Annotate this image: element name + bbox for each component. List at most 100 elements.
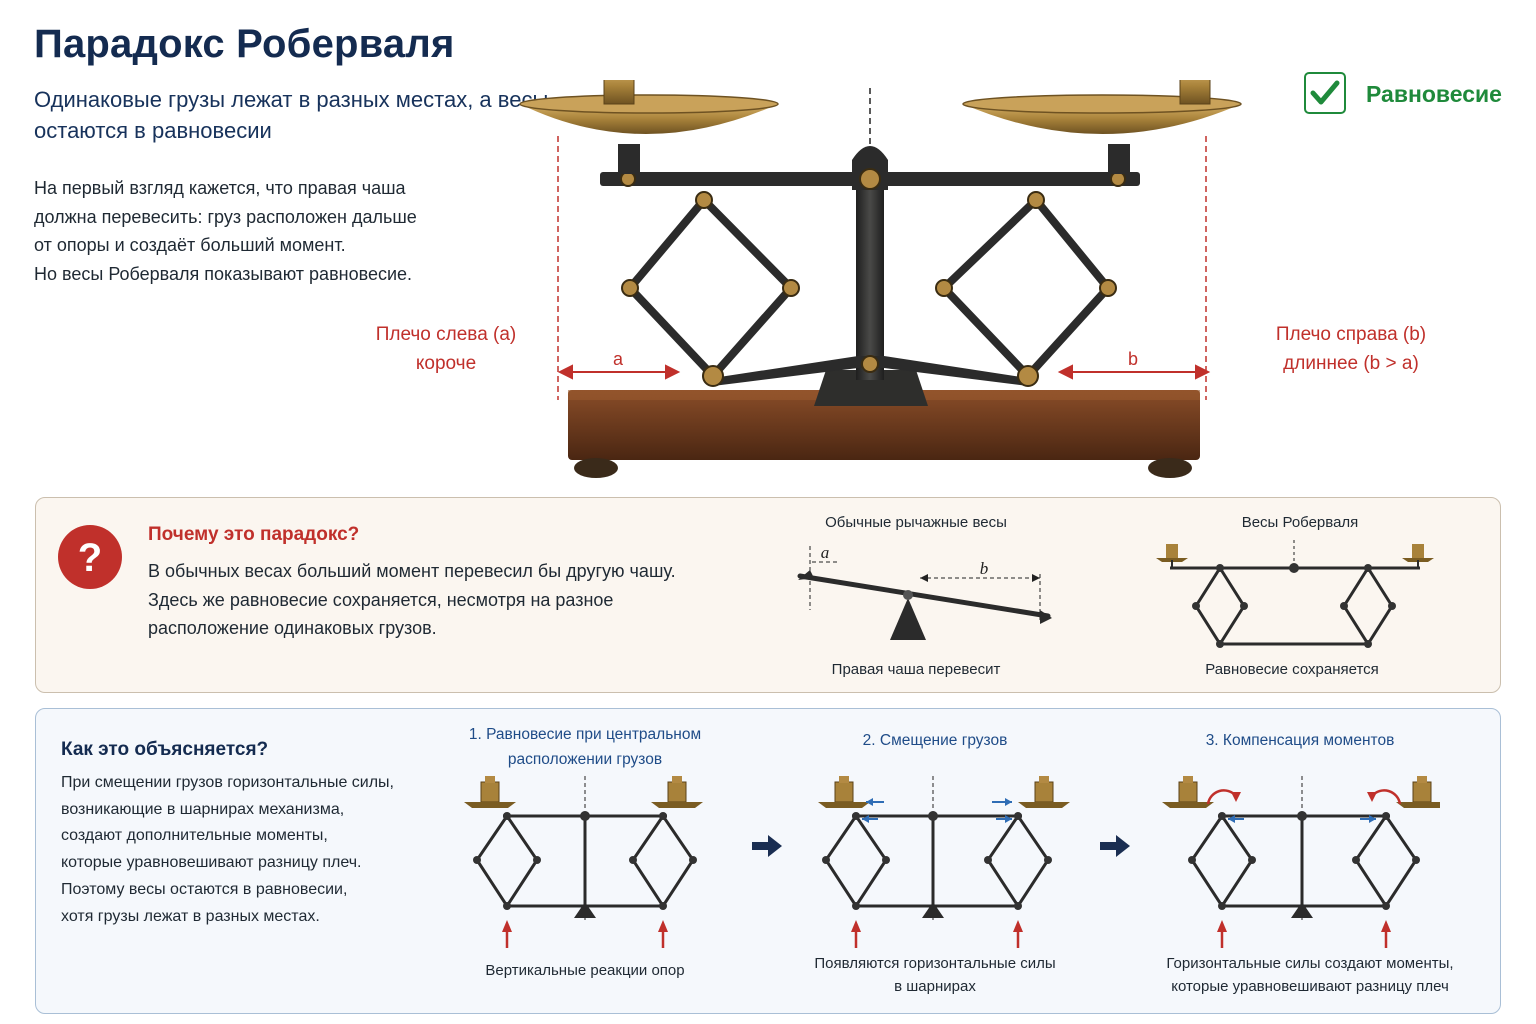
moment-arrow-head [1367, 792, 1377, 802]
reaction-arrow-head [1381, 920, 1391, 932]
step-3-title-line: 3. Компенсация моментов [1205, 732, 1395, 749]
right-pan [651, 802, 703, 808]
step-1-title-line: 1. Равновесие при центральном [468, 726, 702, 743]
step-2-caption-line: в шарнирах [894, 978, 976, 995]
joint [659, 902, 667, 910]
lever-b-symbol: b [980, 559, 989, 578]
arm-left-line1: Плечо слева (a) [375, 324, 517, 345]
roberval-scale-illustration: a b [519, 80, 1242, 478]
lever-a-symbol: a [821, 543, 830, 562]
left-linkage [624, 194, 797, 382]
arm-a-dimension [557, 364, 681, 380]
joint [882, 856, 890, 864]
intro-line: должна перевесить: груз расположен дальш… [34, 206, 417, 227]
arm-left-label: Плечо слева (a) короче [356, 320, 536, 378]
paradox-line: В обычных весах больший момент перевесил… [148, 561, 676, 581]
joint [852, 812, 860, 820]
explanation-title: Как это объясняется? [61, 739, 269, 760]
arm-right-line2: длиннее (b > a) [1283, 353, 1419, 374]
left-weight-knob [485, 776, 495, 783]
step-3-caption-line: Горизонтальные силы создают моменты, [1166, 955, 1454, 972]
horizontal-force-arrow-head [862, 815, 869, 823]
joint-pins [620, 168, 1126, 387]
explanation-line: которые уравновешивают разницу плеч. [61, 854, 362, 872]
reaction-arrow-head [502, 920, 512, 932]
left-pan [1162, 802, 1214, 808]
joint [503, 812, 511, 820]
horizontal-force-arrow-head [1005, 798, 1012, 806]
intro-text: На первый взгляд кажется, что правая чаш… [34, 174, 504, 288]
horizontal-force-arrow-head [1369, 815, 1376, 823]
explanation-panel [35, 708, 1501, 1014]
right-linkage [986, 813, 1050, 909]
left-weight-knob [839, 776, 849, 783]
left-pan [464, 802, 516, 808]
joint [1248, 856, 1256, 864]
arm-left-line2: короче [415, 353, 477, 374]
explanation-line: При смещении грузов горизонтальные силы, [61, 774, 394, 791]
step-arrow-icon [752, 835, 782, 857]
joint [1218, 812, 1226, 820]
base-foot-right [1148, 458, 1192, 478]
right-linkage [631, 813, 695, 909]
right-weight-knob [1417, 776, 1427, 783]
page-subtitle: Одинаковые грузы лежат в разных местах, … [34, 87, 549, 143]
intro-line: Но весы Роберваля показывают равновесие. [34, 263, 413, 284]
right-pan [1396, 802, 1440, 808]
joint [1382, 812, 1390, 820]
left-weight [603, 80, 635, 105]
lever-diagram: a b [797, 543, 1052, 640]
joint [629, 856, 637, 864]
equilibrium-label: Равновесие [1366, 81, 1502, 107]
step-1-caption-line: Вертикальные реакции опор [485, 962, 685, 979]
paradox-text: В обычных весах больший момент перевесил… [148, 557, 758, 643]
joint [852, 902, 860, 910]
arm-a-symbol: a [613, 349, 624, 369]
joint [503, 902, 511, 910]
left-weight [834, 781, 854, 803]
reaction-arrow-head [658, 920, 668, 932]
step-2-caption: Появляются горизонтальные силы в шарнира… [790, 952, 1080, 998]
center-pivot [580, 811, 590, 821]
checkmark-icon [1304, 72, 1346, 114]
horizontal-force-arrow-head [866, 798, 873, 806]
arm-right-label: Плечо справа (b) длиннее (b > a) [1256, 320, 1446, 378]
left-linkage [824, 813, 888, 909]
joint [1382, 902, 1390, 910]
step-2-title: 2. Смещение грузов [800, 728, 1070, 753]
step-1-title-line: расположении грузов [507, 751, 663, 768]
lever-diagram-caption: Правая чаша перевесит [831, 661, 1001, 678]
horizontal-force-arrow-head [1005, 815, 1012, 823]
fulcrum [1291, 902, 1313, 918]
fulcrum [922, 902, 944, 918]
right-weight [667, 781, 687, 803]
joint [984, 856, 992, 864]
right-weight [1179, 80, 1211, 105]
left-weight [1178, 781, 1198, 803]
paradox-panel [35, 497, 1501, 693]
fulcrum [574, 902, 596, 918]
step-1-title: 1. Равновесие при центральном расположен… [445, 722, 725, 772]
right-weight-knob [1039, 776, 1049, 783]
step-2-caption-line: Появляются горизонтальные силы [814, 955, 1056, 972]
paradox-line: расположение одинаковых грузов. [148, 618, 437, 638]
intro-line: На первый взгляд кажется, что правая чаш… [34, 178, 406, 198]
right-weight-knob [672, 776, 682, 783]
joint [689, 856, 697, 864]
roberval-diagram-caption: Равновесие сохраняется [1205, 661, 1379, 678]
step-arrow-icon [1100, 835, 1130, 857]
arm-b-symbol: b [1128, 349, 1138, 369]
center-pivot [928, 811, 938, 821]
roberval-mini-diagram [1156, 540, 1434, 648]
left-pan [818, 802, 870, 808]
right-weight [1412, 781, 1432, 803]
step-3-diagram [1162, 776, 1440, 948]
center-pivot [1297, 811, 1307, 821]
step-3-title: 3. Компенсация моментов [1160, 728, 1440, 753]
joint [1014, 902, 1022, 910]
joint [659, 812, 667, 820]
right-linkage [1354, 813, 1418, 909]
moment-arrow-head [1231, 792, 1241, 802]
reaction-arrow-head [1013, 920, 1023, 932]
joint [533, 856, 541, 864]
